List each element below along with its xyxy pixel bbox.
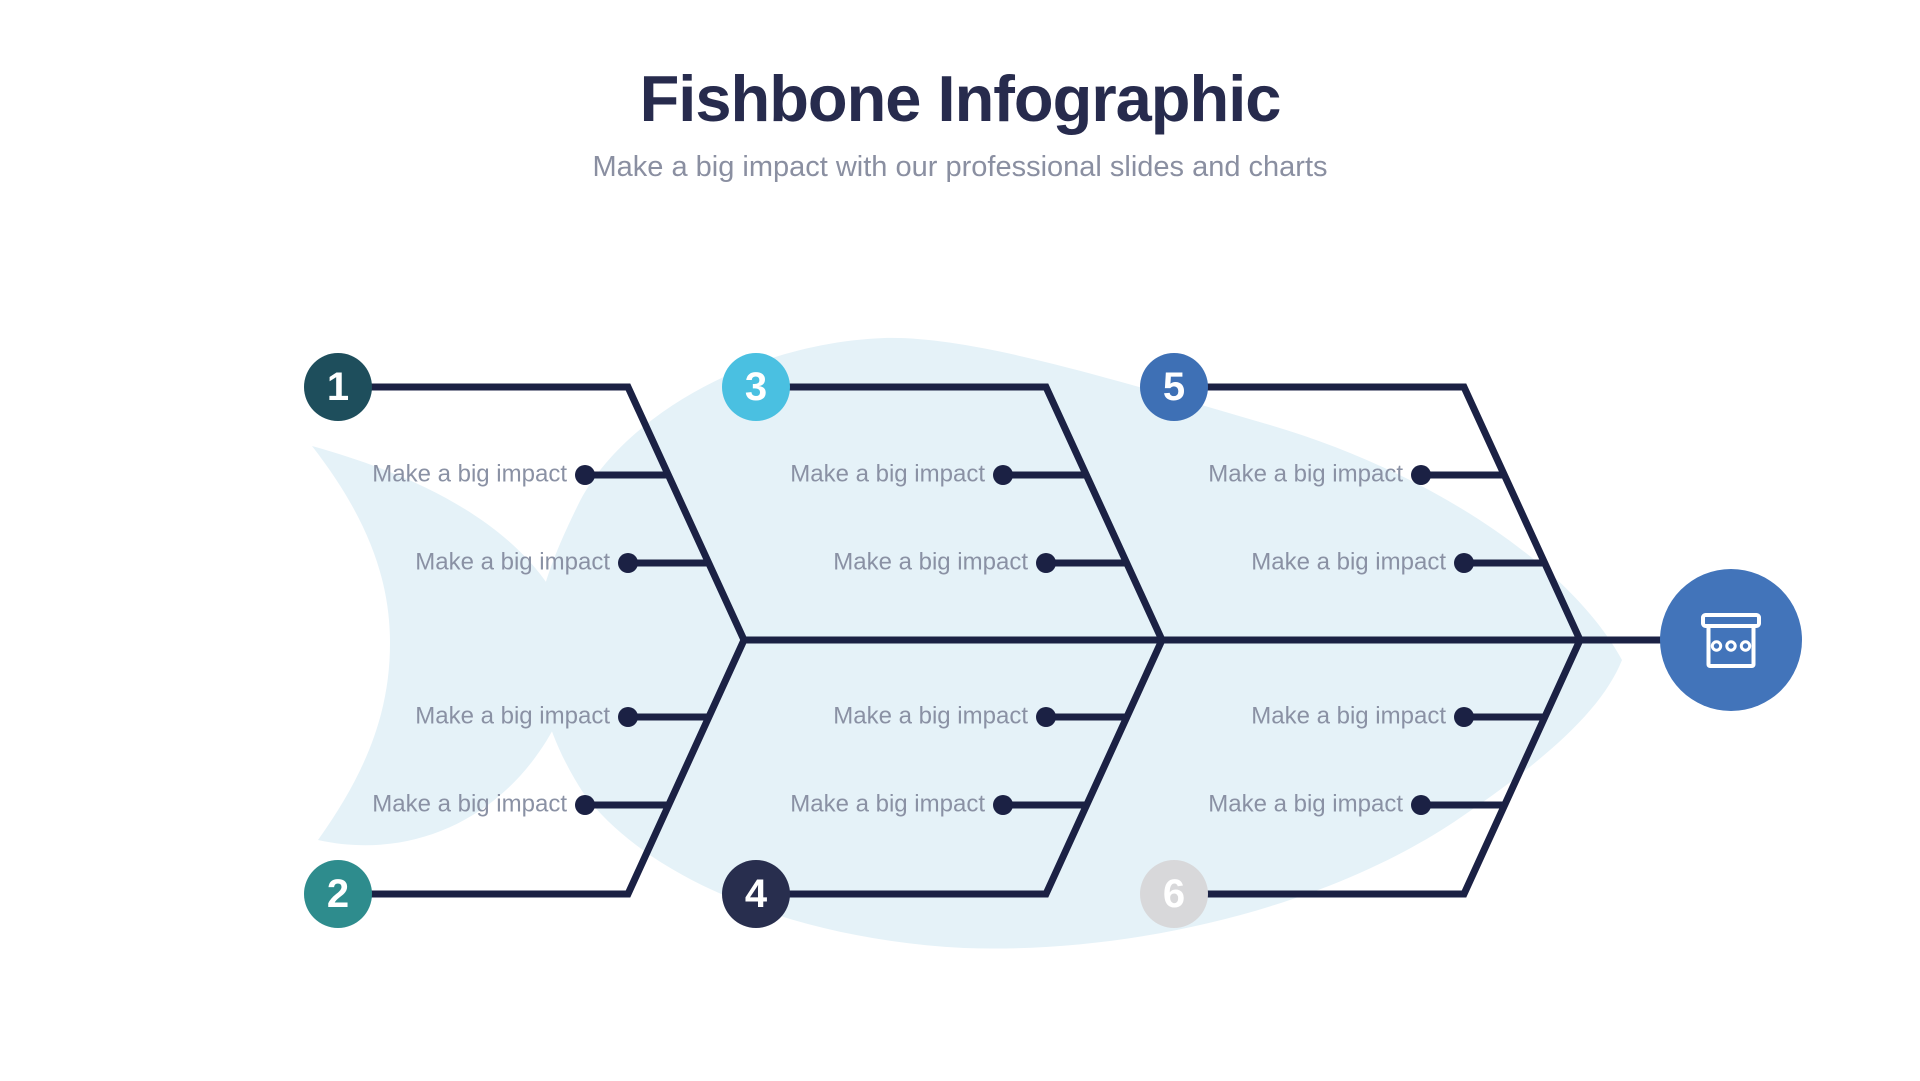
number-circle-1: 1 — [304, 353, 372, 421]
archive-box-icon — [1701, 613, 1761, 668]
bone-column-3 — [1174, 383, 1584, 898]
page-title: Fishbone Infographic — [639, 62, 1282, 135]
branch-dot — [575, 465, 595, 485]
number-circle-4: 4 — [722, 860, 790, 928]
branch-label: Make a big impact — [415, 702, 610, 730]
bone-column-2 — [756, 383, 1166, 898]
branch-label: Make a big impact — [372, 790, 567, 818]
branch-dot — [1454, 553, 1474, 573]
branch-dot — [1454, 707, 1474, 727]
branch-dot — [575, 795, 595, 815]
branch-dot — [1411, 465, 1431, 485]
number-circle-2: 2 — [304, 860, 372, 928]
branch-dot — [1036, 553, 1056, 573]
branch-dot — [618, 707, 638, 727]
page-subtitle: Make a big impact with our professional … — [592, 150, 1328, 183]
branch-label: Make a big impact — [1208, 460, 1403, 488]
header: Fishbone Infographic Make a big impact w… — [0, 62, 1920, 184]
bone-column-1 — [338, 383, 748, 898]
number-circle-3: 3 — [722, 353, 790, 421]
branch-label: Make a big impact — [833, 548, 1028, 576]
bone-bottom — [1174, 638, 1584, 898]
branch-label: Make a big impact — [790, 460, 985, 488]
bone-top — [1174, 383, 1584, 642]
branch-label: Make a big impact — [833, 702, 1028, 730]
number-circle-6: 6 — [1140, 860, 1208, 928]
head-circle — [1660, 569, 1802, 711]
branch-label: Make a big impact — [1251, 702, 1446, 730]
branch-dot — [1411, 795, 1431, 815]
bone-top — [756, 383, 1166, 642]
branch-dot — [618, 553, 638, 573]
bone-bottom — [338, 638, 748, 898]
branch-dot — [993, 795, 1013, 815]
branch-label: Make a big impact — [1251, 548, 1446, 576]
bone-top — [338, 383, 748, 642]
branch-label: Make a big impact — [372, 460, 567, 488]
branch-dot — [1036, 707, 1056, 727]
branch-label: Make a big impact — [790, 790, 985, 818]
branch-label: Make a big impact — [1208, 790, 1403, 818]
branch-label: Make a big impact — [415, 548, 610, 576]
branch-dot — [993, 465, 1013, 485]
number-circle-5: 5 — [1140, 353, 1208, 421]
bone-bottom — [756, 638, 1166, 898]
